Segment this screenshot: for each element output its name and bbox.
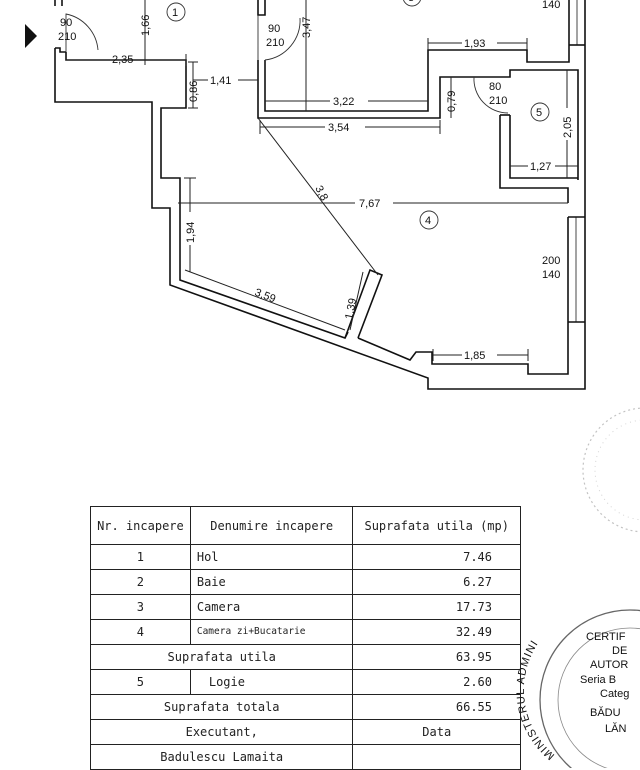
window-height-label: 140 <box>542 269 560 281</box>
room-nr: 5 <box>90 669 191 695</box>
room-area: 32.49 <box>352 619 521 645</box>
svg-text:BĂDU: BĂDU <box>590 706 621 719</box>
dimension-label: 3,47 <box>301 17 313 38</box>
door-height-label: 210 <box>58 31 76 43</box>
svg-text:LĂN: LĂN <box>605 722 626 735</box>
total-area-value: 66.55 <box>352 694 521 720</box>
dimension-label: 2,05 <box>562 117 574 138</box>
window-living <box>567 216 585 323</box>
table-row: 1 Hol 7.46 <box>90 544 521 570</box>
dimension-label: 1,93 <box>464 38 485 50</box>
date-label: Data <box>352 719 521 745</box>
svg-text:1: 1 <box>172 7 178 19</box>
total-area-row: Suprafata totala 66.55 <box>89 694 521 720</box>
dimension-label: 1,85 <box>464 350 485 362</box>
dimension-label: 3,59 <box>253 287 277 306</box>
dimension-label: 3,54 <box>328 122 349 134</box>
svg-text:AUTOR: AUTOR <box>590 659 628 671</box>
table-row: 5 Logie 2.60 <box>90 669 521 695</box>
executant-name: Badulescu Lamaita <box>89 744 354 770</box>
window-top-right <box>568 0 585 46</box>
table-row: 4 Camera zi+Bucatarie 32.49 <box>90 619 521 645</box>
room-nr: 2 <box>90 569 191 595</box>
dimension-label: 0,86 <box>188 81 200 102</box>
room-name: Baie <box>189 569 354 595</box>
door-height-label: 210 <box>266 37 284 49</box>
room-name: Hol <box>189 544 354 570</box>
stamp-ministry: MINISTERUL ADMINI CERTIF DE AUTOR Seria … <box>515 609 640 768</box>
door-room3: 90 210 <box>257 15 301 61</box>
room-nr: 4 <box>90 619 191 645</box>
room-marker-1: 1 <box>166 2 186 22</box>
room-marker-5: 5 <box>530 102 550 122</box>
dimension-label: 3,8 <box>312 184 330 203</box>
header-area: Suprafata utila (mp) <box>352 506 521 545</box>
dimension-label: 2,35 <box>112 54 133 66</box>
table-header: Nr. incapere Denumire incapere Suprafata… <box>90 506 521 545</box>
useful-area-row: Suprafata utila 63.95 <box>89 644 521 670</box>
table-row: 3 Camera 17.73 <box>90 594 521 620</box>
header-nr: Nr. incapere <box>90 506 191 545</box>
header-name: Denumire incapere <box>189 506 354 545</box>
window-width-label: 200 <box>542 255 560 267</box>
room-name: Camera <box>189 594 354 620</box>
dimension-label: 1,94 <box>185 222 197 243</box>
door-logia: 80 210 <box>473 76 509 114</box>
dimension-label: 3,22 <box>333 96 354 108</box>
room-nr: 1 <box>90 544 191 570</box>
dimension-lines <box>66 0 578 361</box>
door-entrance: 90 210 <box>58 13 99 52</box>
room-nr: 3 <box>90 594 191 620</box>
useful-area-value: 63.95 <box>352 644 521 670</box>
area-table: Nr. incapere Denumire incapere Suprafata… <box>89 506 521 770</box>
window-height-label: 140 <box>542 0 560 11</box>
dimension-label: 0,79 <box>446 91 458 112</box>
dimension-label: 1,39 <box>343 297 359 320</box>
room-name: Camera zi+Bucatarie <box>189 619 354 645</box>
table-row: 2 Baie 6.27 <box>90 569 521 595</box>
room-marker-4: 4 <box>419 210 439 230</box>
svg-text:Seria B: Seria B <box>580 674 616 686</box>
door-width-label: 90 <box>268 23 280 35</box>
svg-text:5: 5 <box>536 107 542 119</box>
room-area: 17.73 <box>352 594 521 620</box>
dimension-label: 1,41 <box>210 75 231 87</box>
svg-text:DE: DE <box>612 645 627 657</box>
date-value <box>352 744 521 770</box>
entrance-arrow-icon <box>25 24 37 48</box>
room-area: 2.60 <box>352 669 521 695</box>
executant-row: Executant, Data <box>89 719 521 745</box>
svg-text:4: 4 <box>425 215 431 227</box>
room-marker-3: 3 <box>403 0 421 7</box>
room-name: Logie <box>189 669 354 695</box>
door-width-label: 90 <box>60 17 72 29</box>
door-width-label: 80 <box>489 81 501 93</box>
total-area-label: Suprafata totala <box>89 694 354 720</box>
stamp-faint <box>582 407 640 533</box>
room-area: 6.27 <box>352 569 521 595</box>
dimension-label: 7,67 <box>359 198 380 210</box>
dimension-label: 1,27 <box>530 161 551 173</box>
executant-name-row: Badulescu Lamaita <box>89 744 521 770</box>
dimension-label: 1,66 <box>140 15 152 36</box>
executant-label: Executant, <box>89 719 354 745</box>
useful-area-label: Suprafata utila <box>89 644 354 670</box>
svg-text:Categ: Categ <box>600 688 629 700</box>
svg-text:3: 3 <box>408 0 414 4</box>
svg-text:CERTIF: CERTIF <box>586 631 626 643</box>
room-area: 7.46 <box>352 544 521 570</box>
door-height-label: 210 <box>489 95 507 107</box>
